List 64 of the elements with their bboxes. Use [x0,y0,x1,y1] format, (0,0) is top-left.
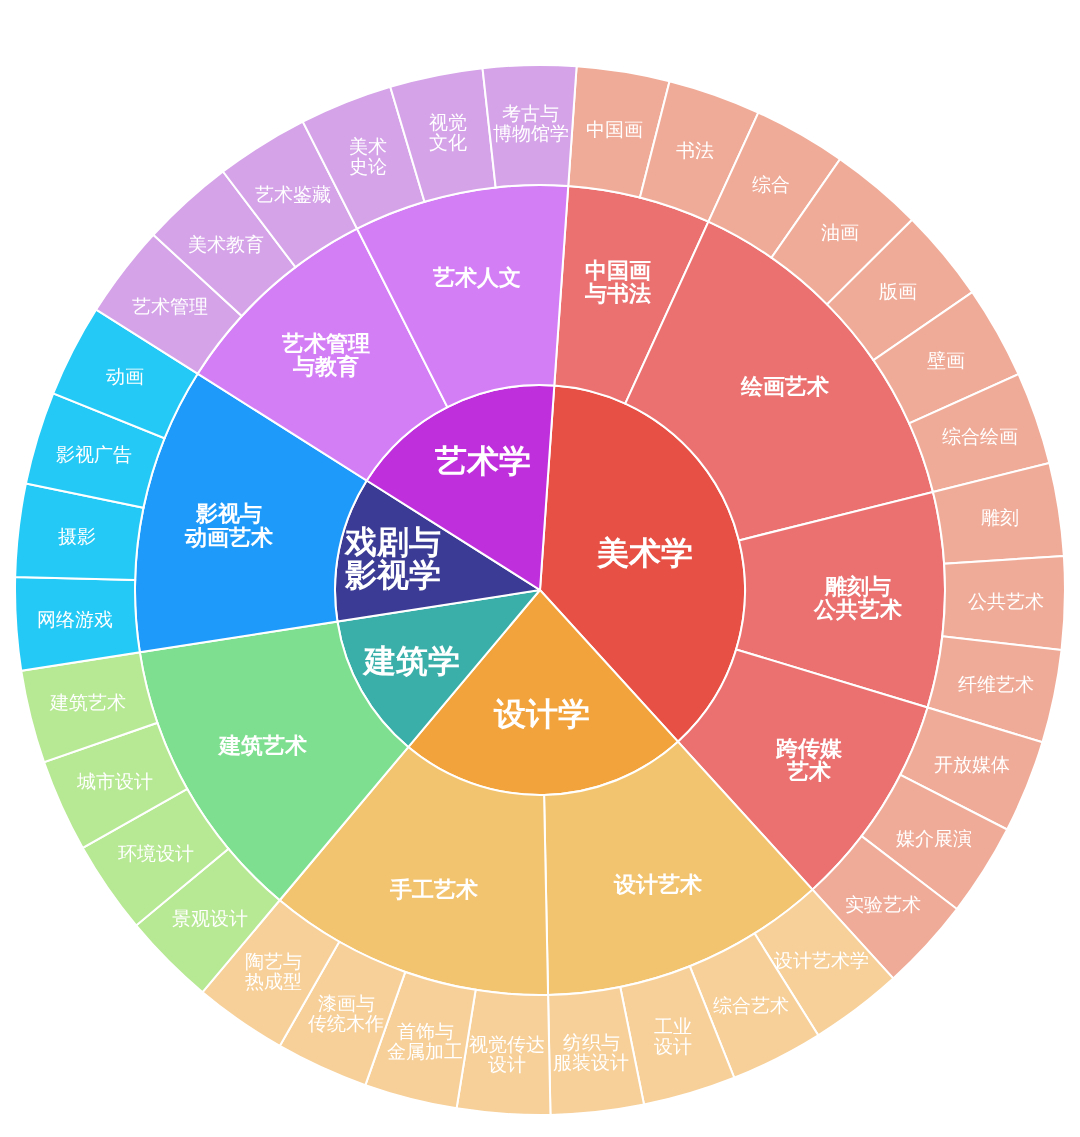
ring-segment [931,461,1065,565]
segment-label: 手工艺术 [390,878,479,902]
segment-label: 设计学 [494,698,591,732]
ring-segment [926,635,1063,744]
segment-label: 设计艺术 [613,873,702,897]
segment-label: 艺术管理 [131,296,208,317]
segment-label: 陶艺与热成型 [245,952,303,993]
segment-label: 网络游戏 [36,610,113,631]
segment-label: 美术教育 [188,235,265,256]
ring-segment [14,482,145,581]
segment-label: 媒介展演 [895,828,972,849]
segment-label: 漆画与传统木作 [308,993,385,1034]
segment-label: 艺术学 [435,445,532,479]
segment-label: 开放媒体 [934,754,1011,775]
segment-label: 美术史论 [348,137,387,177]
segment-label: 纺织与服装设计 [553,1033,629,1074]
segment-label: 雕刻与公共艺术 [813,574,902,621]
segment-label: 影视广告 [56,444,132,465]
segment-label: 实验艺术 [845,895,922,916]
segment-label: 雕刻 [981,508,1020,529]
segment-label: 公共艺术 [967,591,1044,612]
ring-segment [567,65,671,199]
segment-label: 城市设计 [77,771,154,792]
segment-label: 中国画与书法 [585,258,652,305]
segment-label: 戏剧与影视学 [345,525,442,594]
ring-segment [547,985,646,1116]
segment-label: 油画 [820,223,859,243]
segment-label: 摄影 [58,526,97,547]
segment-label: 版画 [879,282,918,303]
segment-label: 艺术管理与教育 [282,331,371,378]
segment-label: 景观设计 [171,908,248,929]
segment-label: 美术学 [596,536,693,571]
segment-label: 工业设计 [653,1016,692,1057]
ring-segment [899,706,1044,831]
segment-label: 设计艺术学 [773,951,869,972]
segment-label: 综合绘画 [942,427,1019,448]
ring-segment [14,575,141,672]
segment-label: 建筑艺术 [219,734,308,758]
segment-label: 绘画艺术 [740,375,829,399]
segment-label: 影视与动画艺术 [184,502,273,549]
segment-label: 首饰与金属加工 [387,1021,463,1062]
segment-label: 综合 [752,175,790,196]
segment-label: 壁画 [926,351,965,371]
segment-label: 动画 [106,367,145,388]
ring-segment [24,392,166,509]
ring-segment [908,373,1051,494]
ring-segment [481,64,578,189]
ring-segment [20,651,159,764]
segment-label: 艺术人文 [433,266,521,290]
segment-label: 艺术鉴藏 [255,184,332,205]
segment-label: 考古与博物馆学 [492,104,569,144]
segment-label: 中国画 [585,119,643,140]
segment-label: 跨传媒艺术 [775,736,842,783]
segment-label: 纤维艺术 [958,674,1035,695]
segment-label: 环境设计 [118,844,195,865]
segment-label: 视觉文化 [428,113,467,154]
ring-segment [770,158,914,306]
segment-label: 建筑艺术 [49,692,126,713]
segment-label: 视觉传达设计 [469,1034,546,1075]
segment-label: 建筑学 [363,645,460,679]
segment-label: 书法 [676,140,714,161]
ring-segment [941,554,1066,652]
segment-label: 综合艺术 [712,995,789,1016]
ring-segment [735,491,946,709]
